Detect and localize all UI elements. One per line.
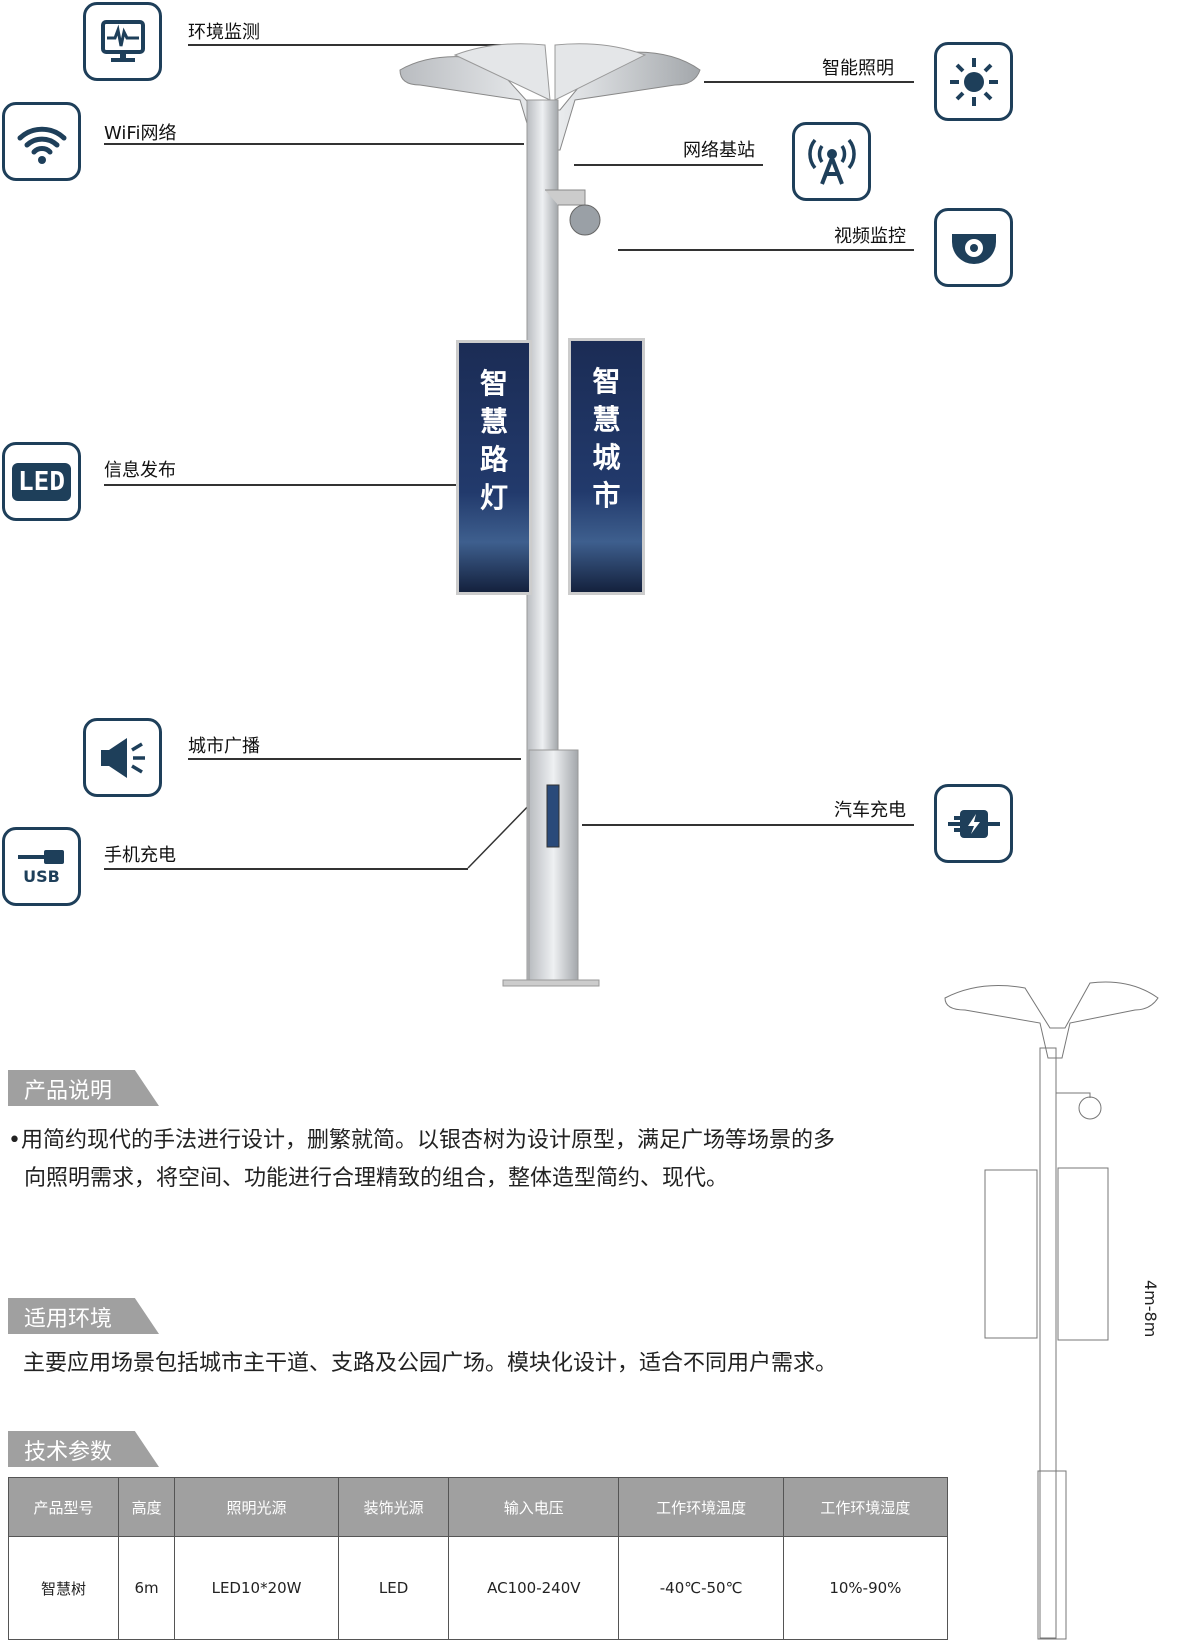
base-station-icon (792, 122, 871, 201)
panel-char: 慧 (592, 403, 621, 436)
sun-light-icon (934, 42, 1013, 121)
leader-line (188, 758, 521, 760)
table-cell: 智慧树 (7, 1536, 120, 1640)
speaker-icon (83, 718, 162, 797)
feature-label-broadcast: 城市广播 (188, 736, 260, 757)
pole-outline-drawing (944, 981, 1159, 1640)
table-header: 高度 (118, 1477, 176, 1537)
feature-label-station: 网络基站 (683, 140, 755, 161)
table-cell: LED (338, 1536, 450, 1640)
panel-char: 灯 (479, 481, 508, 514)
led-icon-text: LED (12, 462, 71, 501)
panel-char: 路 (479, 443, 508, 476)
section-tag-description: 产品说明 (8, 1070, 159, 1106)
wifi-icon (2, 102, 81, 181)
leader-line (104, 484, 458, 486)
panel-char: 智 (592, 365, 621, 398)
table-header: 工作环境温度 (618, 1477, 784, 1537)
leader-line (582, 824, 914, 826)
leader-line-diagonal (467, 797, 537, 869)
panel-char: 城 (592, 441, 621, 474)
panel-char: 市 (592, 479, 621, 512)
leader-line (704, 81, 914, 83)
usb-icon-text: USB (23, 867, 60, 886)
feature-label-led: 信息发布 (104, 460, 176, 481)
table-cell: AC100-240V (448, 1536, 620, 1640)
height-dimension-label: 4m-8m (1141, 1280, 1160, 1338)
environment-text: 主要应用场景包括城市主干道、支路及公园广场。模块化设计，适合不同用户需求。 (23, 1351, 838, 1376)
banner-panel-right: 智慧城市 (568, 338, 645, 595)
leader-line (104, 868, 468, 870)
feature-label-phone: 手机充电 (104, 845, 176, 866)
table-cell: LED10*20W (174, 1536, 340, 1640)
table-header: 工作环境湿度 (782, 1477, 949, 1537)
feature-label-ev: 汽车充电 (834, 800, 906, 821)
panel-char: 智 (479, 367, 508, 400)
table-row: 智慧树 6m LED10*20W LED AC100-240V -40℃-50℃… (7, 1536, 949, 1640)
table-cell: -40℃-50℃ (618, 1536, 784, 1640)
table-header: 产品型号 (7, 1477, 120, 1537)
ev-charger-icon (934, 784, 1013, 863)
environment-monitor-icon (83, 2, 162, 81)
description-line-1: •用简约现代的手法进行设计，删繁就简。以银杏树为设计原型，满足广场等场景的多 (8, 1128, 835, 1153)
table-cell: 6m (118, 1536, 176, 1640)
spec-table: 产品型号 高度 照明光源 装饰光源 输入电压 工作环境温度 工作环境湿度 智慧树… (7, 1477, 949, 1640)
leader-line (188, 44, 503, 46)
feature-label-env: 环境监测 (188, 22, 260, 43)
table-header: 输入电压 (448, 1477, 620, 1537)
table-header: 照明光源 (174, 1477, 340, 1537)
leader-line (618, 249, 914, 251)
smart-pole-illustration (399, 43, 701, 987)
section-tag-specs: 技术参数 (8, 1431, 159, 1467)
feature-label-wifi: WiFi网络 (104, 123, 177, 144)
banner-panel-left: 智慧路灯 (456, 340, 532, 595)
table-cell: 10%-90% (782, 1536, 949, 1640)
camera-icon (934, 208, 1013, 287)
feature-label-video: 视频监控 (834, 226, 906, 247)
table-header: 装饰光源 (338, 1477, 450, 1537)
leader-line (104, 143, 524, 145)
section-tag-environment: 适用环境 (8, 1298, 159, 1334)
panel-char: 慧 (479, 405, 508, 438)
led-display-icon: LED (2, 442, 81, 521)
feature-label-light: 智能照明 (822, 58, 894, 79)
table-header-row: 产品型号 高度 照明光源 装饰光源 输入电压 工作环境温度 工作环境湿度 (7, 1477, 949, 1537)
usb-icon: USB (2, 827, 81, 906)
description-line-2: 向照明需求，将空间、功能进行合理精致的组合，整体造型简约、现代。 (24, 1166, 729, 1191)
leader-line (574, 164, 763, 166)
